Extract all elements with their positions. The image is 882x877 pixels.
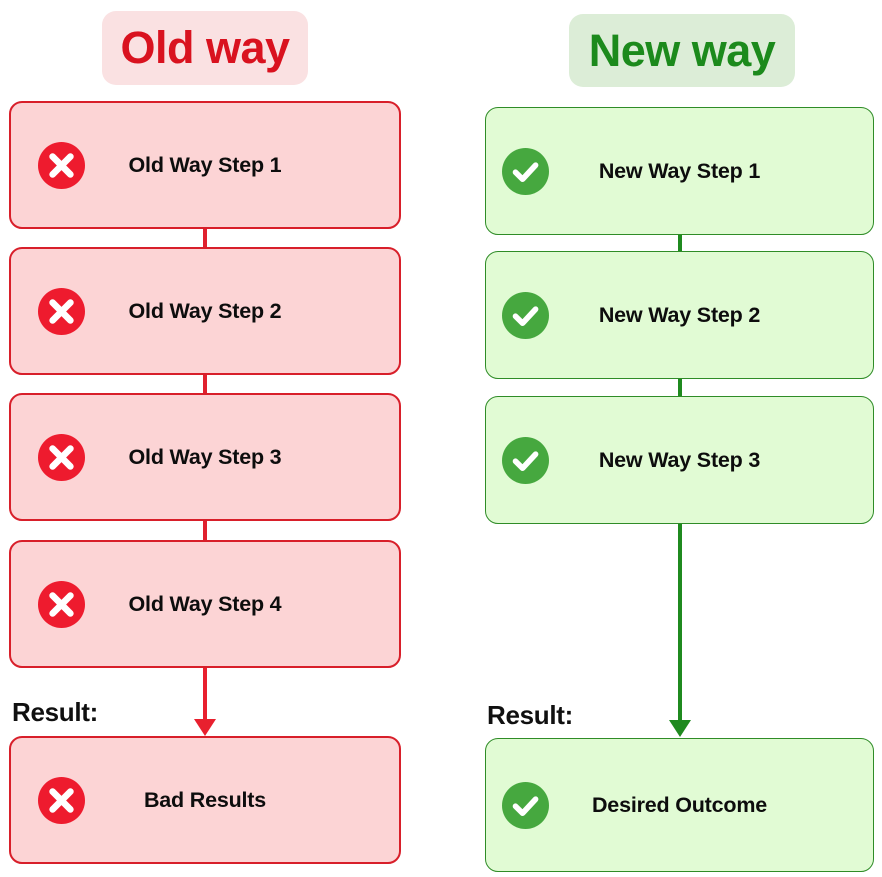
column-header-old-way: Old way <box>102 11 308 85</box>
check-circle-icon <box>502 781 549 829</box>
connector-new-1-2 <box>678 233 682 253</box>
connector-old-4-result <box>203 666 207 726</box>
result-card-old-way[interactable]: Bad Results <box>9 736 401 864</box>
step-card-new-3[interactable]: New Way Step 3 <box>485 396 874 524</box>
x-circle-icon <box>38 141 85 189</box>
connector-old-2-3 <box>203 372 207 395</box>
connector-old-1-2 <box>203 227 207 249</box>
x-circle-icon <box>38 433 85 481</box>
result-label-new-way: Result: <box>487 700 574 730</box>
arrow-head-new-result <box>669 720 691 737</box>
connector-new-3-result <box>678 521 682 727</box>
check-circle-icon <box>502 436 549 484</box>
x-circle-icon <box>38 287 85 335</box>
step-card-old-1[interactable]: Old Way Step 1 <box>9 101 401 229</box>
result-card-new-way[interactable]: Desired Outcome <box>485 738 874 872</box>
step-card-new-2[interactable]: New Way Step 2 <box>485 251 874 379</box>
check-circle-icon <box>502 147 549 195</box>
column-header-new-way: New way <box>569 14 795 87</box>
connector-old-3-4 <box>203 518 207 542</box>
step-card-old-4[interactable]: Old Way Step 4 <box>9 540 401 668</box>
result-label-old-way: Result: <box>12 697 99 727</box>
step-card-old-3[interactable]: Old Way Step 3 <box>9 393 401 521</box>
connector-new-2-3 <box>678 376 682 398</box>
step-card-old-2[interactable]: Old Way Step 2 <box>9 247 401 375</box>
x-circle-icon <box>38 776 85 824</box>
check-circle-icon <box>502 291 549 339</box>
arrow-head-old-result <box>194 719 216 736</box>
step-card-new-1[interactable]: New Way Step 1 <box>485 107 874 235</box>
x-circle-icon <box>38 580 85 628</box>
